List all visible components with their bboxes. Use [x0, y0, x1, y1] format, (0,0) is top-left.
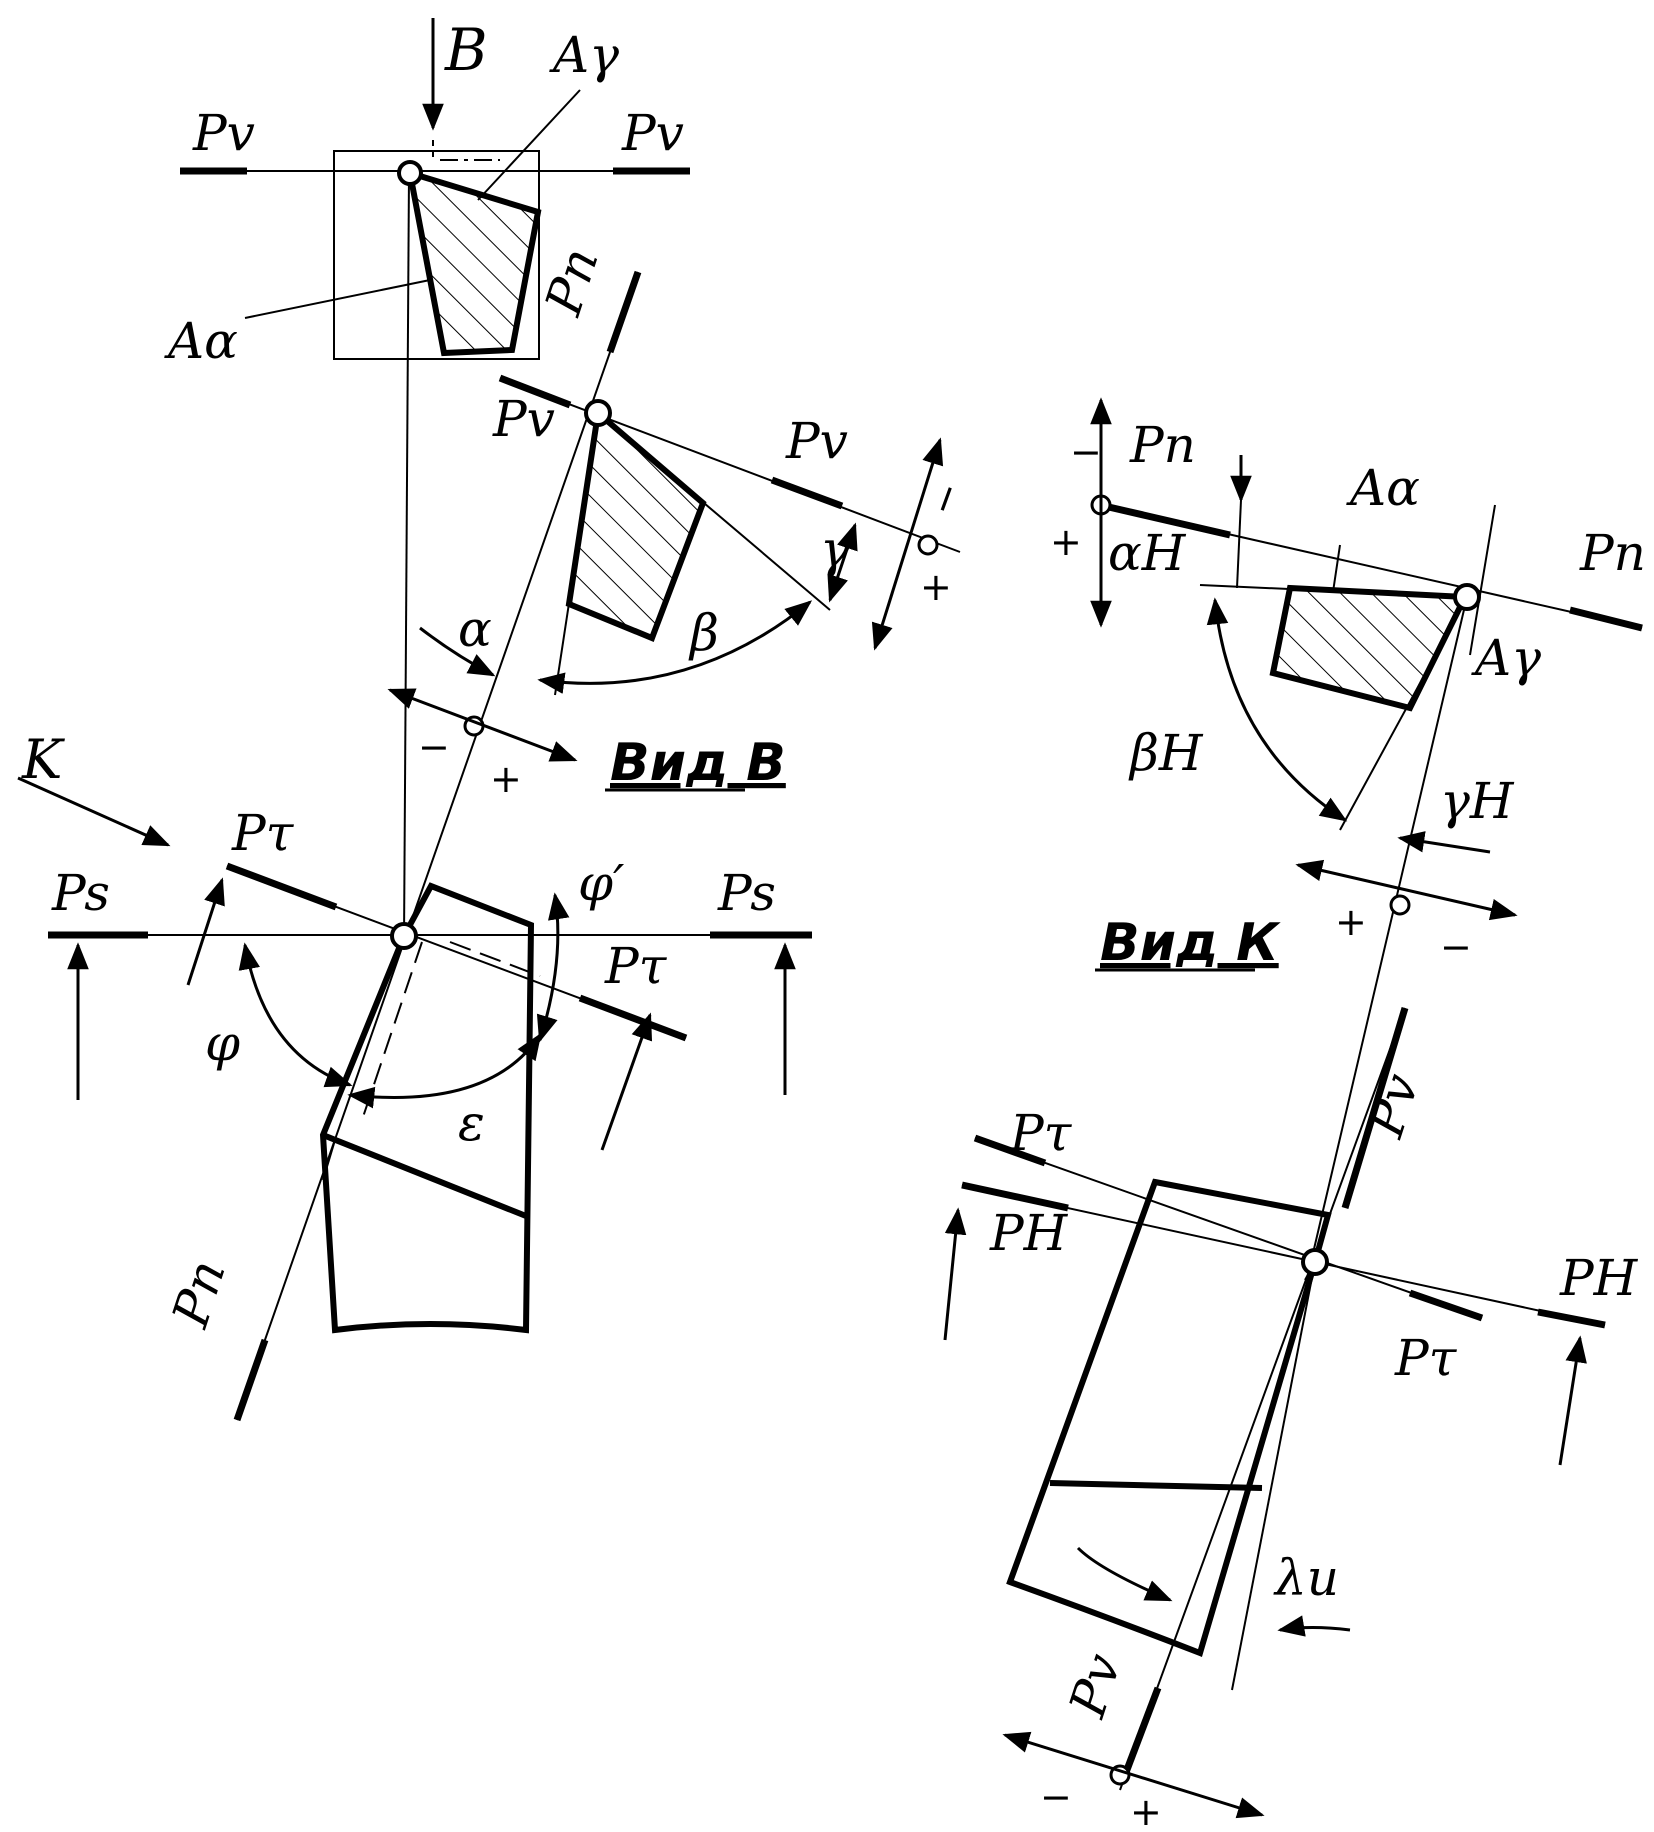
epsilon-arc: [347, 1032, 542, 1109]
pn-line-view-b: [236, 271, 639, 1421]
label-ptau-plan-left: Pτ: [231, 804, 295, 862]
label-agamma-k: Aγ: [1471, 629, 1541, 687]
label-pn-plan: Pn: [161, 1253, 237, 1335]
label-plus-view-k: +: [1335, 900, 1367, 944]
label-minus-gamma: −: [919, 476, 971, 521]
label-aalpha-k: Aα: [1346, 459, 1420, 517]
label-ptau-plan-right: Pτ: [604, 937, 668, 995]
label-pn-view-k-right: Pn: [1579, 524, 1646, 582]
pv-line-lambda: [1119, 1007, 1406, 1791]
k-arrow: [17, 776, 171, 847]
view-k: Pn Pn Aα Aγ αH βH γH − + + − Вид К: [1050, 397, 1646, 1267]
point-view-b: [584, 399, 612, 427]
gamma-arrow: [827, 522, 858, 603]
aalpha-leader-k: [1332, 544, 1341, 593]
label-plus-gamma: +: [920, 565, 952, 609]
label-pv-top-right: Pv: [621, 104, 684, 162]
vertical-projection-line: [403, 172, 410, 941]
ph-arrow-left: [943, 1207, 967, 1341]
ray-lambda: [1231, 1261, 1316, 1691]
label-pv-view-b-left: Pv: [492, 390, 555, 448]
label-beta-h: βH: [1128, 724, 1204, 782]
sign-arrow-view-k: [1295, 859, 1518, 921]
tool-body-plan: [319, 882, 535, 1334]
label-aalpha-top: Aα: [164, 312, 238, 370]
alpha-h-tick: [1236, 499, 1242, 589]
tool-body-lambda: [1006, 1178, 1332, 1657]
label-minus-alpha-h: −: [1070, 430, 1102, 474]
view-k-hatched-section: [1269, 584, 1470, 712]
label-phi: φ: [205, 1014, 240, 1072]
label-minus-view-b: −: [418, 725, 450, 769]
dashed-ptau: [449, 941, 541, 977]
sign-node-gamma: [917, 534, 939, 556]
plan-view: K Ps Ps Pτ Pτ φ′ φ ε Pn: [17, 728, 812, 1335]
point-view-k: [1453, 583, 1481, 611]
label-pv-top-left: Pv: [192, 104, 255, 162]
point-top: [397, 160, 423, 186]
label-plus-lambda: +: [1130, 1790, 1162, 1832]
label-lambda: λu: [1273, 1549, 1339, 1607]
beta-arc: [537, 600, 813, 694]
gamma-h-arrow: [1397, 831, 1491, 854]
gamma-h-ray: [1339, 596, 1468, 831]
label-ps-right: Ps: [717, 864, 776, 922]
label-phi-prime: φ′: [578, 854, 625, 912]
tool-view-lambda: Pτ PH PH Pτ Pv Pv λu − +: [943, 1006, 1639, 1832]
label-alpha: α: [458, 600, 492, 658]
vertical-ray-view-k: [1469, 504, 1496, 656]
label-b: B: [444, 16, 488, 84]
label-ps-left: Ps: [51, 864, 110, 922]
ptau-arrow-left: [186, 877, 225, 986]
main-ray-view-k: [1309, 596, 1468, 1267]
beta-h-arc: [1206, 597, 1348, 822]
phi-prime-arc: [536, 892, 570, 1043]
lambda-arc-2: [1277, 1615, 1351, 1637]
sign-arrow-lambda: [1002, 1731, 1265, 1819]
alpha-arc: [419, 626, 496, 677]
ptau-line-lambda: [974, 1137, 1483, 1319]
label-pv-view-b-right: Pv: [785, 412, 848, 470]
label-gamma: γ: [820, 520, 850, 578]
label-gamma-h: γH: [1440, 772, 1515, 830]
caption-view-k: Вид К: [1100, 913, 1281, 973]
label-ph-right: PH: [1559, 1249, 1639, 1307]
label-ph-left: PH: [989, 1204, 1069, 1262]
label-alpha-h: αH: [1108, 524, 1187, 582]
sign-node-view-k: [1389, 894, 1411, 916]
ph-arrow-right: [1558, 1335, 1587, 1466]
ph-line: [961, 1184, 1606, 1326]
caption-view-b: Вид В: [610, 733, 786, 793]
label-minus-view-k: −: [1440, 925, 1472, 969]
view-b: Pn Pv Pv α β γ − + − + Вид В: [233, 241, 971, 1422]
point-plan: [390, 922, 418, 950]
section-hatched-wedge: [406, 168, 542, 357]
agamma-leader: [477, 89, 581, 201]
label-agamma-top: Aγ: [549, 26, 619, 84]
phi-arc: [238, 942, 353, 1088]
label-beta: β: [688, 604, 719, 662]
point-lambda: [1301, 1248, 1329, 1276]
ptau-arrow-right: [600, 1012, 653, 1151]
aalpha-leader: [244, 279, 431, 319]
label-epsilon: ε: [458, 1094, 485, 1152]
label-ptau-lambda-right: Pτ: [1394, 1329, 1458, 1387]
label-ptau-lambda-left: Pτ: [1009, 1104, 1073, 1162]
label-pv-lambda-bottom: Pv: [1058, 1647, 1133, 1725]
lambda-arc: [1076, 1546, 1173, 1602]
label-plus-view-b: +: [490, 757, 522, 801]
sign-arrow-gamma: [871, 437, 944, 651]
label-pn-view-k-left: Pn: [1129, 416, 1196, 474]
label-minus-lambda: −: [1040, 1775, 1072, 1819]
label-k: K: [21, 728, 65, 791]
sign-arrow-view-b: [387, 688, 578, 762]
label-plus-alpha-h: +: [1050, 520, 1082, 564]
label-pn-view-b: Pn: [534, 241, 610, 323]
top-section-view: B Pv Pv Aγ Aα: [164, 16, 690, 941]
